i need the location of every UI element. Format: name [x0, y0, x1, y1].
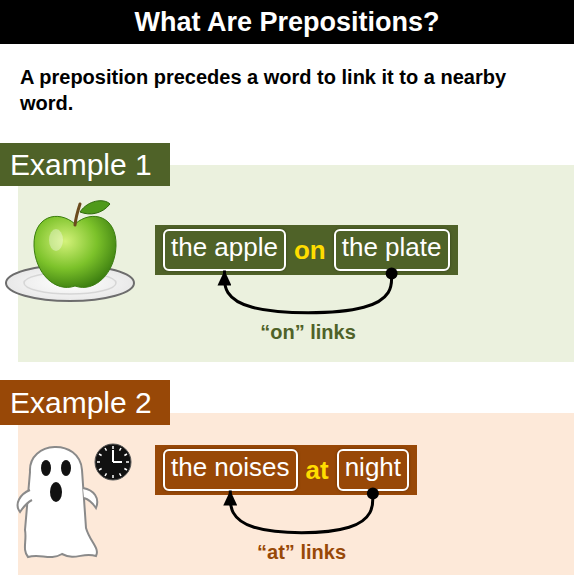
word-box: the plate — [334, 229, 450, 270]
word-text: the apple — [171, 232, 278, 262]
word-box: the apple — [163, 229, 286, 270]
example-tab: Example 2 — [0, 380, 170, 425]
word-box: night — [337, 449, 409, 490]
phrase-bar: on the apple the plate — [155, 225, 458, 275]
phrase-bar: at the noises night — [155, 445, 417, 495]
link-dot — [386, 268, 398, 280]
title-text: What Are Prepositions? — [134, 7, 439, 38]
apple-illustration — [34, 201, 116, 288]
word-box: the noises — [163, 449, 298, 490]
example-heading: Example 1 — [10, 148, 152, 182]
link-dot — [367, 488, 379, 500]
ghost-illustration — [18, 447, 98, 557]
link-arrow — [224, 271, 391, 313]
definition-text: A preposition precedes a word to link it… — [20, 64, 560, 116]
word-text: the noises — [171, 452, 290, 482]
word-text: night — [345, 452, 401, 482]
title-band: What Are Prepositions? — [0, 0, 574, 44]
preposition-text: at — [306, 455, 329, 486]
link-arrow — [230, 491, 373, 533]
link-label: “on” links — [260, 321, 356, 344]
example-heading: Example 2 — [10, 386, 152, 420]
link-label: “at” links — [257, 541, 346, 564]
clock-icon — [95, 444, 131, 480]
example-tab: Example 1 — [0, 143, 170, 186]
word-text: the plate — [342, 232, 442, 262]
preposition-text: on — [294, 235, 326, 266]
